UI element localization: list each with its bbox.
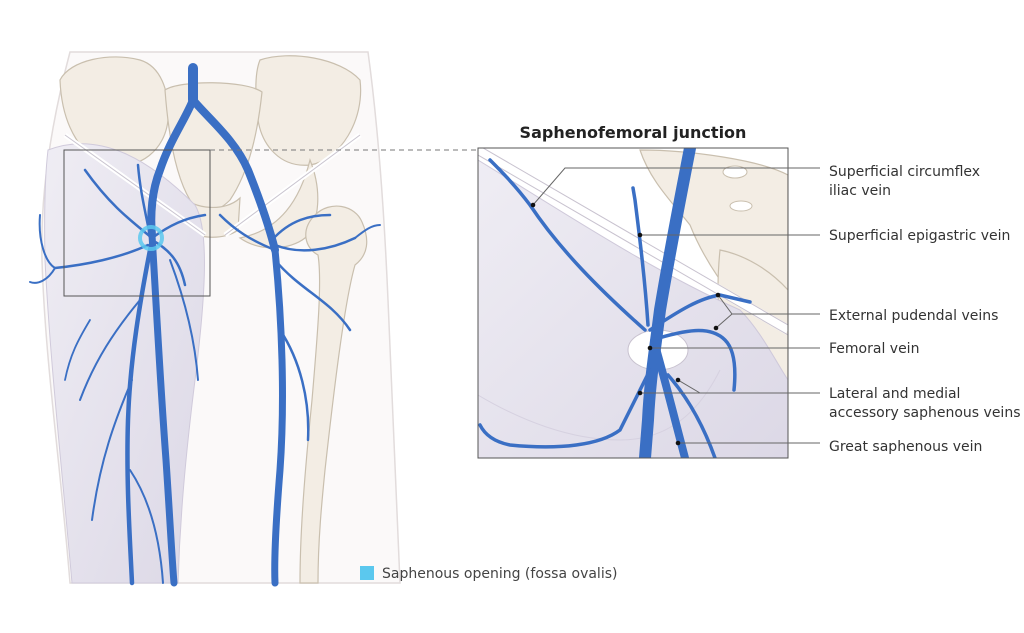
inset-femoral-vein-upper [639, 148, 696, 458]
inset-panel [477, 147, 789, 459]
great-saphenous-vein-figure [125, 237, 155, 586]
zoom-frame [63, 149, 211, 297]
inset-title: Saphenofemoral junction [520, 123, 747, 142]
left-veins [29, 63, 381, 587]
legend-swatch [360, 566, 374, 580]
leader-superficial-circumflex-iliac-vein [532, 167, 820, 206]
inset-superficial-epigastric-vein [631, 186, 650, 327]
inset-great-saphenous-vein [651, 341, 689, 458]
inset-fascia [478, 159, 788, 458]
legend: Saphenous opening (fossa ovalis) [360, 566, 617, 582]
labels: Superficial circumflex iliac vein Superf… [829, 164, 1021, 455]
thigh-illustration [29, 51, 478, 587]
label-superficial-epigastric-vein: Superficial epigastric vein [829, 228, 1010, 244]
label-accessory-saphenous-veins: Lateral and medial accessory saphenous v… [829, 386, 1021, 421]
legend-label: Saphenous opening (fossa ovalis) [382, 566, 617, 582]
leader-external-pudendal-veins-2 [715, 313, 733, 329]
saphenous-opening-marker [138, 225, 164, 251]
label-superficial-circumflex-iliac-vein: Superficial circumflex iliac vein [829, 164, 985, 199]
femur-bone [299, 205, 368, 584]
inguinal-ligament-left-edge [64, 134, 206, 236]
inset-superficial-circumflex-iliac-vein [488, 158, 647, 332]
leader-lines [532, 167, 820, 444]
inset-medial-accessory-saphenous-vein [666, 373, 717, 458]
inset-lateral-accessory-saphenous-vein [478, 368, 652, 449]
label-external-pudendal-veins: External pudendal veins [829, 308, 998, 324]
inset-external-pudendal-vein-2 [650, 328, 737, 392]
femoral-vein-left-figure [148, 231, 178, 587]
inset-frame [477, 147, 789, 459]
label-femoral-vein: Femoral vein [829, 341, 919, 357]
inguinal-ligament-right-edge [224, 134, 361, 236]
femoral-vein-right-figure [271, 246, 286, 587]
left-common-iliac-vein [147, 96, 197, 239]
label-great-saphenous-vein: Great saphenous vein [829, 439, 982, 455]
right-common-iliac-vein [189, 96, 279, 254]
leader-dots [530, 202, 721, 446]
leader-accessory-saphenous-veins-2 [677, 379, 701, 394]
